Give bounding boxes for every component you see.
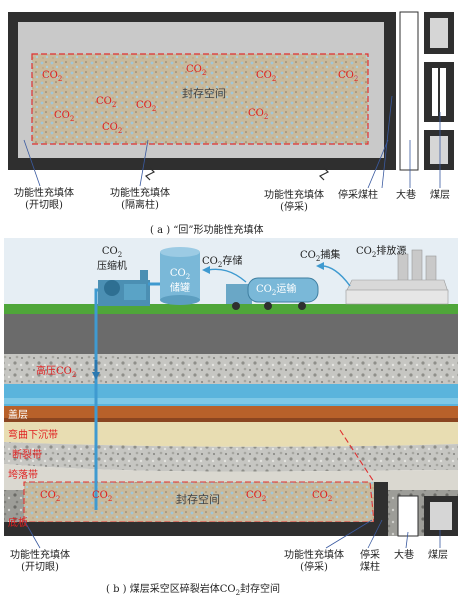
factory-icon bbox=[345, 249, 449, 305]
label-stop-pillar-b: 停采煤柱 bbox=[360, 550, 380, 573]
co2-marker: CO2 bbox=[54, 110, 75, 123]
co2-marker: CO2 bbox=[248, 108, 269, 121]
topsoil bbox=[4, 314, 458, 354]
co2-marker: CO2 bbox=[186, 64, 207, 77]
co2-marker: CO2 bbox=[102, 122, 123, 135]
label-coal-seam: 煤层 bbox=[430, 190, 450, 201]
co2-marker: CO2 bbox=[136, 100, 157, 113]
goaf-storage-b bbox=[24, 482, 374, 522]
storage-space-label-b: 封存空间 bbox=[176, 493, 220, 506]
label-caprock: 盖层 bbox=[8, 410, 28, 421]
label-roadway: 大巷 bbox=[396, 190, 416, 201]
co2-marker: CO2 bbox=[96, 96, 117, 109]
co2-marker: CO2 bbox=[256, 70, 277, 83]
label-compressor: CO2 压缩机 bbox=[97, 246, 127, 272]
co2-marker: CO2 bbox=[92, 490, 113, 503]
label-storage: CO2存储 bbox=[202, 256, 243, 269]
co2-marker: CO2 bbox=[312, 490, 333, 503]
fracture-zone bbox=[4, 442, 458, 472]
section-view-diagram bbox=[4, 238, 458, 549]
break-mark-right bbox=[318, 167, 330, 181]
label-emission-source: CO2排放源 bbox=[356, 246, 407, 259]
label-fracture-zone: 断裂带 bbox=[12, 450, 42, 461]
bending-zone bbox=[4, 422, 458, 447]
label-stop-pillar: 停采煤柱 bbox=[338, 190, 378, 201]
label-roadway-b: 大巷 bbox=[394, 550, 414, 561]
caption-b: ( b ) 煤层采空区碎裂岩体CO2封存空间 bbox=[106, 584, 281, 597]
storage-space-label: 封存空间 bbox=[182, 87, 226, 100]
storage-dashed-boundary bbox=[31, 53, 369, 145]
tank-icon bbox=[160, 247, 200, 305]
gravel-layer bbox=[4, 354, 458, 384]
label-fill-cut: 功能性充填体(开切眼) bbox=[14, 188, 74, 211]
label-high-pressure-co2: 高压CO2 bbox=[36, 366, 77, 379]
label-transport: CO2运输 bbox=[256, 284, 297, 297]
label-coal-seam-b: 煤层 bbox=[428, 550, 448, 561]
compressor-icon bbox=[98, 270, 150, 306]
stop-fill-bar bbox=[384, 22, 396, 158]
label-fill-stop-b: 功能性充填体(停采) bbox=[284, 550, 344, 573]
roadway-strip bbox=[399, 11, 419, 171]
stop-pillar-b bbox=[374, 482, 388, 536]
arrow-storage bbox=[207, 268, 247, 283]
co2-marker: CO2 bbox=[42, 70, 63, 83]
roadway-b bbox=[397, 495, 419, 537]
plan-view-diagram bbox=[8, 11, 454, 189]
arrow-capture bbox=[321, 265, 351, 287]
label-floor: 底板 bbox=[8, 518, 28, 529]
truck-icon bbox=[226, 277, 319, 310]
label-fill-cut-b: 功能性充填体(开切眼) bbox=[10, 550, 70, 573]
break-mark-left bbox=[144, 167, 156, 181]
co2-marker: CO2 bbox=[40, 490, 61, 503]
label-bending-zone: 弯曲下沉带 bbox=[8, 430, 58, 441]
label-capture: CO2捕集 bbox=[300, 250, 341, 263]
co2-marker: CO2 bbox=[338, 70, 359, 83]
label-fill-stop: 功能性充填体(停采) bbox=[264, 190, 324, 213]
ground-grass bbox=[4, 304, 458, 314]
caption-a: ( a ) “回”形功能性充填体 bbox=[150, 225, 264, 236]
floor-bar bbox=[4, 522, 388, 536]
coal-block-mid bbox=[424, 62, 454, 122]
label-fill-pillar: 功能性充填体(隔离柱) bbox=[110, 188, 170, 211]
label-caving-zone: 垮落带 bbox=[8, 470, 38, 481]
co2-marker: CO2 bbox=[246, 490, 267, 503]
goaf-storage bbox=[32, 54, 368, 144]
label-tank: CO2 储罐 bbox=[169, 268, 191, 294]
